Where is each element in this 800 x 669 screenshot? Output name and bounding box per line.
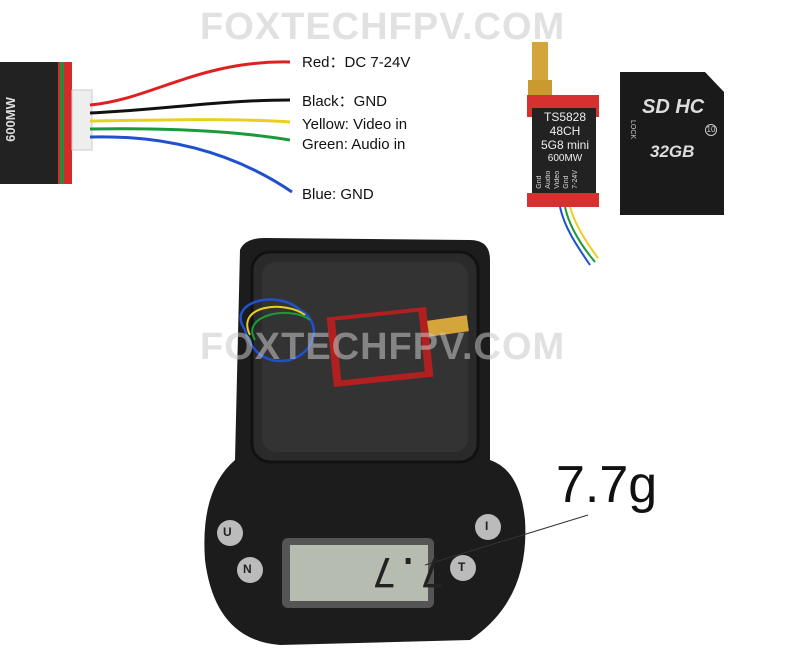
pocket-scale [204,238,589,645]
green-wire [89,127,291,142]
scale-button-u: U [223,525,232,539]
scale-display-value: 7.7 [372,548,445,594]
sd-card [620,72,724,215]
scale-button-n: N [243,562,252,576]
module-model: TS5828 [543,110,587,124]
label-black: Black：GND [302,93,388,110]
scale-lcd [290,545,428,601]
module-label: TS5828 48CH 5G8 mini 600MW [533,110,597,166]
blue-wire [89,135,293,194]
watermark: FOXTECHFPV.COM [200,6,566,48]
red-wire [89,60,291,107]
module-power: 600MW [547,153,583,164]
vtx-module [527,42,599,266]
pin-label: 7-24V [572,170,579,189]
sd-class: 10 [705,124,717,136]
scale-button-t: T [458,560,466,574]
pin-label: Gnd [536,175,543,189]
yellow-wire [89,118,291,124]
weight-callout: 7.7g [556,456,658,514]
left-module [0,62,93,184]
label-blue: Blue: GND [302,186,374,203]
left-module-power: 600MW [2,97,18,142]
label-red: Red：DC 7-24V [302,54,411,71]
black-wire [89,98,291,115]
pin-label: Gnd [563,175,570,189]
sd-lock: LOCK [629,120,636,140]
label-yellow: Yellow: Video in [302,116,408,133]
watermark: FOXTECHFPV.COM [200,326,566,368]
scale-button-i: I [485,519,489,533]
sd-logo: SD HC [642,96,705,118]
module-band: 5G8 mini [540,138,590,152]
label-green: Green: Audio in [302,136,406,153]
sd-capacity: 32GB [650,142,695,161]
module-channels: 48CH [549,124,581,138]
pin-label: Video [554,170,561,189]
pin-label: Audio [545,170,552,189]
callout-line [424,514,589,566]
module-pins: Gnd Audio Video Gnd 7-24V [536,170,580,189]
